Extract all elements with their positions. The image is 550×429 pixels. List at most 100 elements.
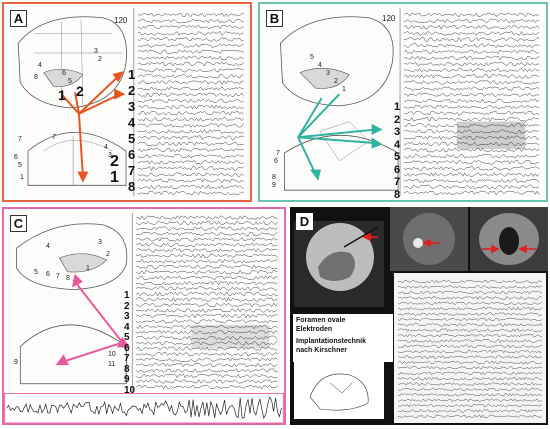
panel-a-electrode-label: 2 <box>76 83 84 99</box>
eeg-trace <box>397 279 543 284</box>
eeg-trace <box>397 392 543 397</box>
eeg-trace <box>397 414 543 419</box>
eeg-strip-trace <box>6 396 282 420</box>
eeg-trace <box>397 301 543 306</box>
panel-d-figure <box>294 207 548 423</box>
panel-b-electrode-label: 7 <box>276 150 280 157</box>
channel-number: 3 <box>128 99 136 114</box>
panel-a-side-number: 2 <box>110 153 119 170</box>
channel-number: 4 <box>128 115 136 130</box>
panel-b-electrode-label: 5 <box>310 54 314 61</box>
channel-number: 6 <box>128 147 136 162</box>
eeg-trace <box>137 135 244 141</box>
eeg-trace <box>136 313 278 319</box>
panel-a-figure <box>17 7 244 197</box>
eeg-trace <box>403 86 540 91</box>
panel-b-electrode-label: 2 <box>334 78 338 85</box>
channel-number: 7 <box>128 163 136 178</box>
panel-d-label: D <box>296 213 313 230</box>
eeg-trace <box>136 253 278 259</box>
eeg-trace <box>136 319 278 324</box>
eeg-trace <box>137 92 244 98</box>
channel-number: 6 <box>124 342 130 354</box>
eeg-trace <box>397 328 543 333</box>
eeg-trace <box>397 296 543 300</box>
channel-number: 10 <box>124 384 136 396</box>
panel-a-electrode-label: 2 <box>98 56 102 63</box>
eeg-trace <box>135 373 278 379</box>
panel-a-electrode-label: 6 <box>62 70 66 77</box>
eeg-trace <box>403 68 540 73</box>
eeg-trace <box>137 129 244 134</box>
eeg-trace <box>403 98 540 104</box>
eeg-trace <box>137 55 244 61</box>
eeg-trace <box>136 302 278 308</box>
eeg-trace <box>397 285 543 289</box>
panel-d-caption: Foramen ovale Elektroden Implantationste… <box>293 314 393 362</box>
eeg-trace <box>136 308 278 313</box>
eeg-trace <box>135 226 278 231</box>
panel-c-electrode-label: 10 <box>108 351 116 358</box>
channel-number: 5 <box>124 332 130 343</box>
channel-number: 5 <box>128 131 136 146</box>
eeg-trace <box>397 312 543 316</box>
eeg-trace <box>135 324 278 330</box>
eeg-trace <box>137 166 244 171</box>
panel-b-electrode-label: 3 <box>326 70 330 77</box>
eeg-trace <box>403 160 540 165</box>
eeg-trace <box>397 366 542 370</box>
channel-number: 9 <box>124 374 130 385</box>
channel-number: 5 <box>394 151 401 163</box>
eeg-trace <box>137 141 244 147</box>
eeg-trace <box>137 18 244 24</box>
eeg-trace <box>137 110 244 116</box>
eeg-trace <box>403 110 540 116</box>
eeg-trace <box>403 12 540 18</box>
panel-a-lower-label: 7 <box>18 136 22 143</box>
panel-c-electrode-label: 7 <box>56 273 60 280</box>
eeg-trace <box>137 31 244 36</box>
eeg-trace <box>135 248 278 253</box>
eeg-trace <box>403 31 540 36</box>
panel-a-lower-label: 4 <box>104 144 108 151</box>
eeg-trace <box>403 153 540 159</box>
eeg-trace <box>397 409 542 413</box>
eeg-trace <box>136 351 278 357</box>
eeg-trace <box>403 147 540 153</box>
eeg-trace <box>137 37 244 42</box>
eeg-trace <box>397 360 543 365</box>
panel-a-scale-value: 120 <box>114 16 128 25</box>
eeg-trace <box>397 339 543 343</box>
channel-number: 3 <box>394 126 401 138</box>
eeg-trace <box>136 357 278 362</box>
panel-a-electrode-label: 5 <box>68 78 72 85</box>
caption-line: Elektroden <box>296 326 333 333</box>
eeg-trace <box>137 123 244 128</box>
eeg-trace <box>397 355 543 359</box>
eeg-trace <box>137 154 244 159</box>
eeg-trace <box>397 398 542 402</box>
panel-c-label: C <box>10 215 27 232</box>
eeg-trace <box>135 297 278 302</box>
panel-b-electrode-label: 6 <box>274 158 278 165</box>
eeg-trace <box>136 258 278 264</box>
eeg-trace <box>136 269 278 275</box>
eeg-trace <box>136 280 278 286</box>
eeg-trace <box>136 335 278 341</box>
eeg-trace <box>136 330 278 335</box>
panel-c-electrode-label: 11 <box>108 361 116 368</box>
eeg-trace <box>403 92 540 98</box>
panel-c-electrode-label: 5 <box>34 269 38 276</box>
panel-a-lower-label: 5 <box>18 162 22 169</box>
channel-number: 1 <box>128 67 136 82</box>
eeg-trace <box>397 382 543 386</box>
panel-a-side-number: 1 <box>110 169 119 186</box>
eeg-trace <box>136 231 278 237</box>
channel-number: 8 <box>128 179 136 194</box>
eeg-trace <box>137 184 244 190</box>
channel-number: 8 <box>124 363 130 375</box>
eeg-trace <box>136 242 278 248</box>
eeg-trace <box>137 117 244 122</box>
